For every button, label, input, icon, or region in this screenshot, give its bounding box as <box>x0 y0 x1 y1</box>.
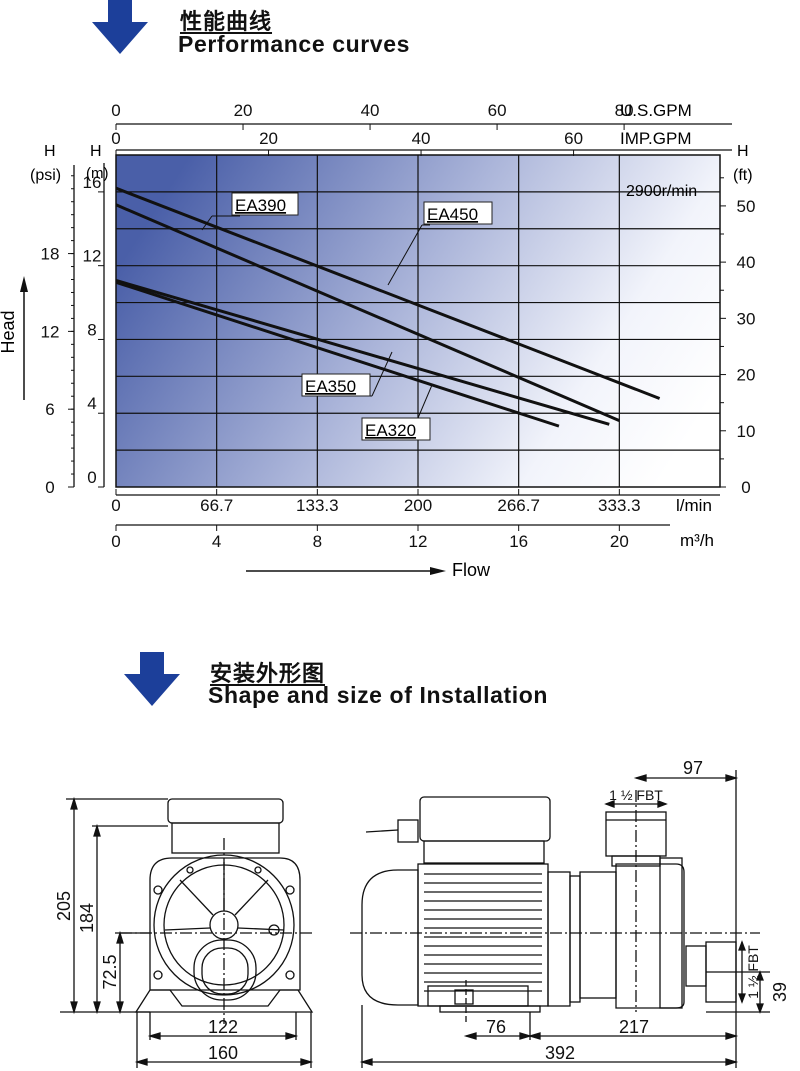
usgpm-tick-label: 20 <box>234 101 253 120</box>
label-ea390: EA390 <box>235 196 286 215</box>
flow-axis-title: Flow <box>452 560 491 580</box>
m-label-top: H <box>90 143 102 160</box>
impgpm-tick-label: 0 <box>111 129 120 148</box>
m3h-tick-label: 16 <box>509 532 528 551</box>
down-arrow-icon <box>92 0 148 54</box>
axes <box>68 123 732 531</box>
impgpm-tick-label: 60 <box>564 129 583 148</box>
m3h-tick-label: 4 <box>212 532 221 551</box>
ft-label-bottom: (ft) <box>733 167 753 184</box>
series-line-ea320 <box>115 280 560 428</box>
usgpm-tick-label: 0 <box>111 101 120 120</box>
series-line-ea390 <box>115 203 620 422</box>
m3h-tick-label: 0 <box>111 532 120 551</box>
dim-port-side: 1 ½ FBT <box>745 945 761 999</box>
installation-title-en: Shape and size of Installation <box>208 682 549 708</box>
ft-tick-label: 0 <box>741 478 750 497</box>
label-ea450: EA450 <box>427 205 478 224</box>
usgpm-tick-label: 80 <box>615 101 634 120</box>
psi-tick-label: 6 <box>45 400 54 419</box>
ft-label-top: H <box>737 143 749 160</box>
impgpm-label: IMP.GPM <box>620 129 691 148</box>
m-tick-label: 12 <box>83 247 102 266</box>
m-label-bottom: (m) <box>86 165 109 182</box>
label-ea320: EA320 <box>365 421 416 440</box>
speed-annotation: 2900r/min <box>626 183 697 200</box>
series-line-ea350 <box>115 278 610 426</box>
psi-tick-label: 12 <box>41 322 60 341</box>
usgpm-tick-label: 40 <box>361 101 380 120</box>
dim-port-top: 1 ½ FBT <box>609 787 663 803</box>
psi-label-top: H <box>44 143 56 160</box>
down-arrow-icon-2 <box>124 652 180 706</box>
lmin-tick-label: 133.3 <box>296 496 339 515</box>
ft-tick-label: 30 <box>737 309 756 328</box>
pump-side-view <box>350 770 770 1068</box>
m-tick-label: 0 <box>87 468 96 487</box>
lmin-tick-label: 266.7 <box>497 496 540 515</box>
dim-76: 76 <box>486 1017 506 1037</box>
lmin-tick-label: 333.3 <box>598 496 641 515</box>
head-axis-title: Head <box>0 310 18 353</box>
lmin-tick-label: 200 <box>404 496 432 515</box>
series-lines <box>115 186 661 428</box>
performance-title-en: Performance curves <box>178 31 410 57</box>
dim-122: 122 <box>208 1017 238 1037</box>
dim-72-5: 72.5 <box>100 954 120 989</box>
dim-184: 184 <box>77 903 97 933</box>
psi-label-bottom: (psi) <box>30 167 61 184</box>
label-ea350: EA350 <box>305 377 356 396</box>
ft-tick-label: 20 <box>737 366 756 385</box>
psi-tick-label: 0 <box>45 478 54 497</box>
lmin-tick-label: 0 <box>111 496 120 515</box>
dim-160: 160 <box>208 1043 238 1063</box>
ft-tick-label: 10 <box>737 422 756 441</box>
ft-tick-label: 40 <box>737 253 756 272</box>
usgpm-tick-label: 60 <box>488 101 507 120</box>
m-tick-label: 16 <box>83 173 102 192</box>
installation-title-cn: 安装外形图 <box>210 662 326 687</box>
lmin-tick-label: 66.7 <box>200 496 233 515</box>
m-tick-label: 4 <box>87 394 96 413</box>
impgpm-tick-label: 20 <box>259 129 278 148</box>
pump-front-view <box>60 796 314 1068</box>
psi-tick-label: 18 <box>41 245 60 264</box>
usgpm-label: U.S.GPM <box>620 101 692 120</box>
dim-97: 97 <box>683 758 703 778</box>
performance-title-cn: 性能曲线 <box>180 10 273 35</box>
m3h-tick-label: 20 <box>610 532 629 551</box>
dim-39: 39 <box>770 982 790 1002</box>
ft-tick-label: 50 <box>737 197 756 216</box>
dim-205: 205 <box>54 891 74 921</box>
dim-217: 217 <box>619 1017 649 1037</box>
dim-392: 392 <box>545 1043 575 1063</box>
m3h-tick-label: 12 <box>409 532 428 551</box>
lmin-label: l/min <box>676 496 712 515</box>
m-tick-label: 8 <box>87 320 96 339</box>
m3h-tick-label: 8 <box>313 532 322 551</box>
impgpm-tick-label: 40 <box>412 129 431 148</box>
m3h-label: m³/h <box>680 531 714 550</box>
